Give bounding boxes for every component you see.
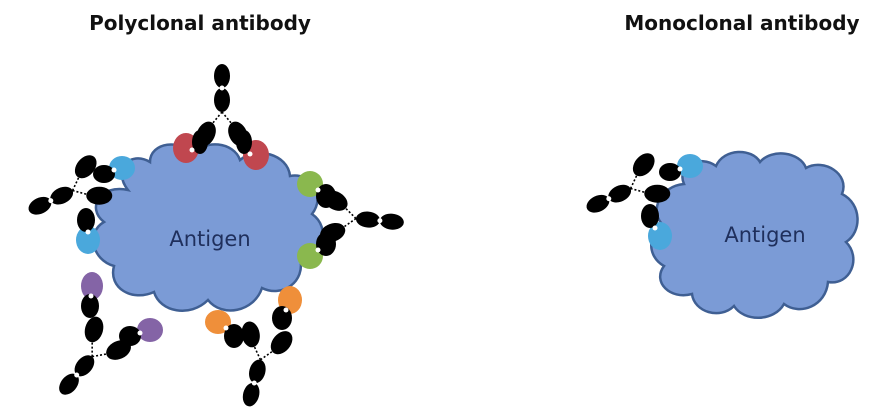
epitope-purple-upper [81,272,103,318]
epitope-blue-lower [76,208,100,254]
antibody-bottom-left [39,309,139,413]
epitope-orange-upper [272,286,302,330]
epitope-orange-lower [205,310,244,348]
epitope-purple-lower [119,318,163,346]
polyclonal-antigen-label: Antigen [169,227,250,251]
monoclonal-antigen-label: Antigen [724,223,805,247]
monoclonal-title: Monoclonal antibody [624,11,859,35]
polyclonal-title: Polyclonal antibody [89,11,311,35]
